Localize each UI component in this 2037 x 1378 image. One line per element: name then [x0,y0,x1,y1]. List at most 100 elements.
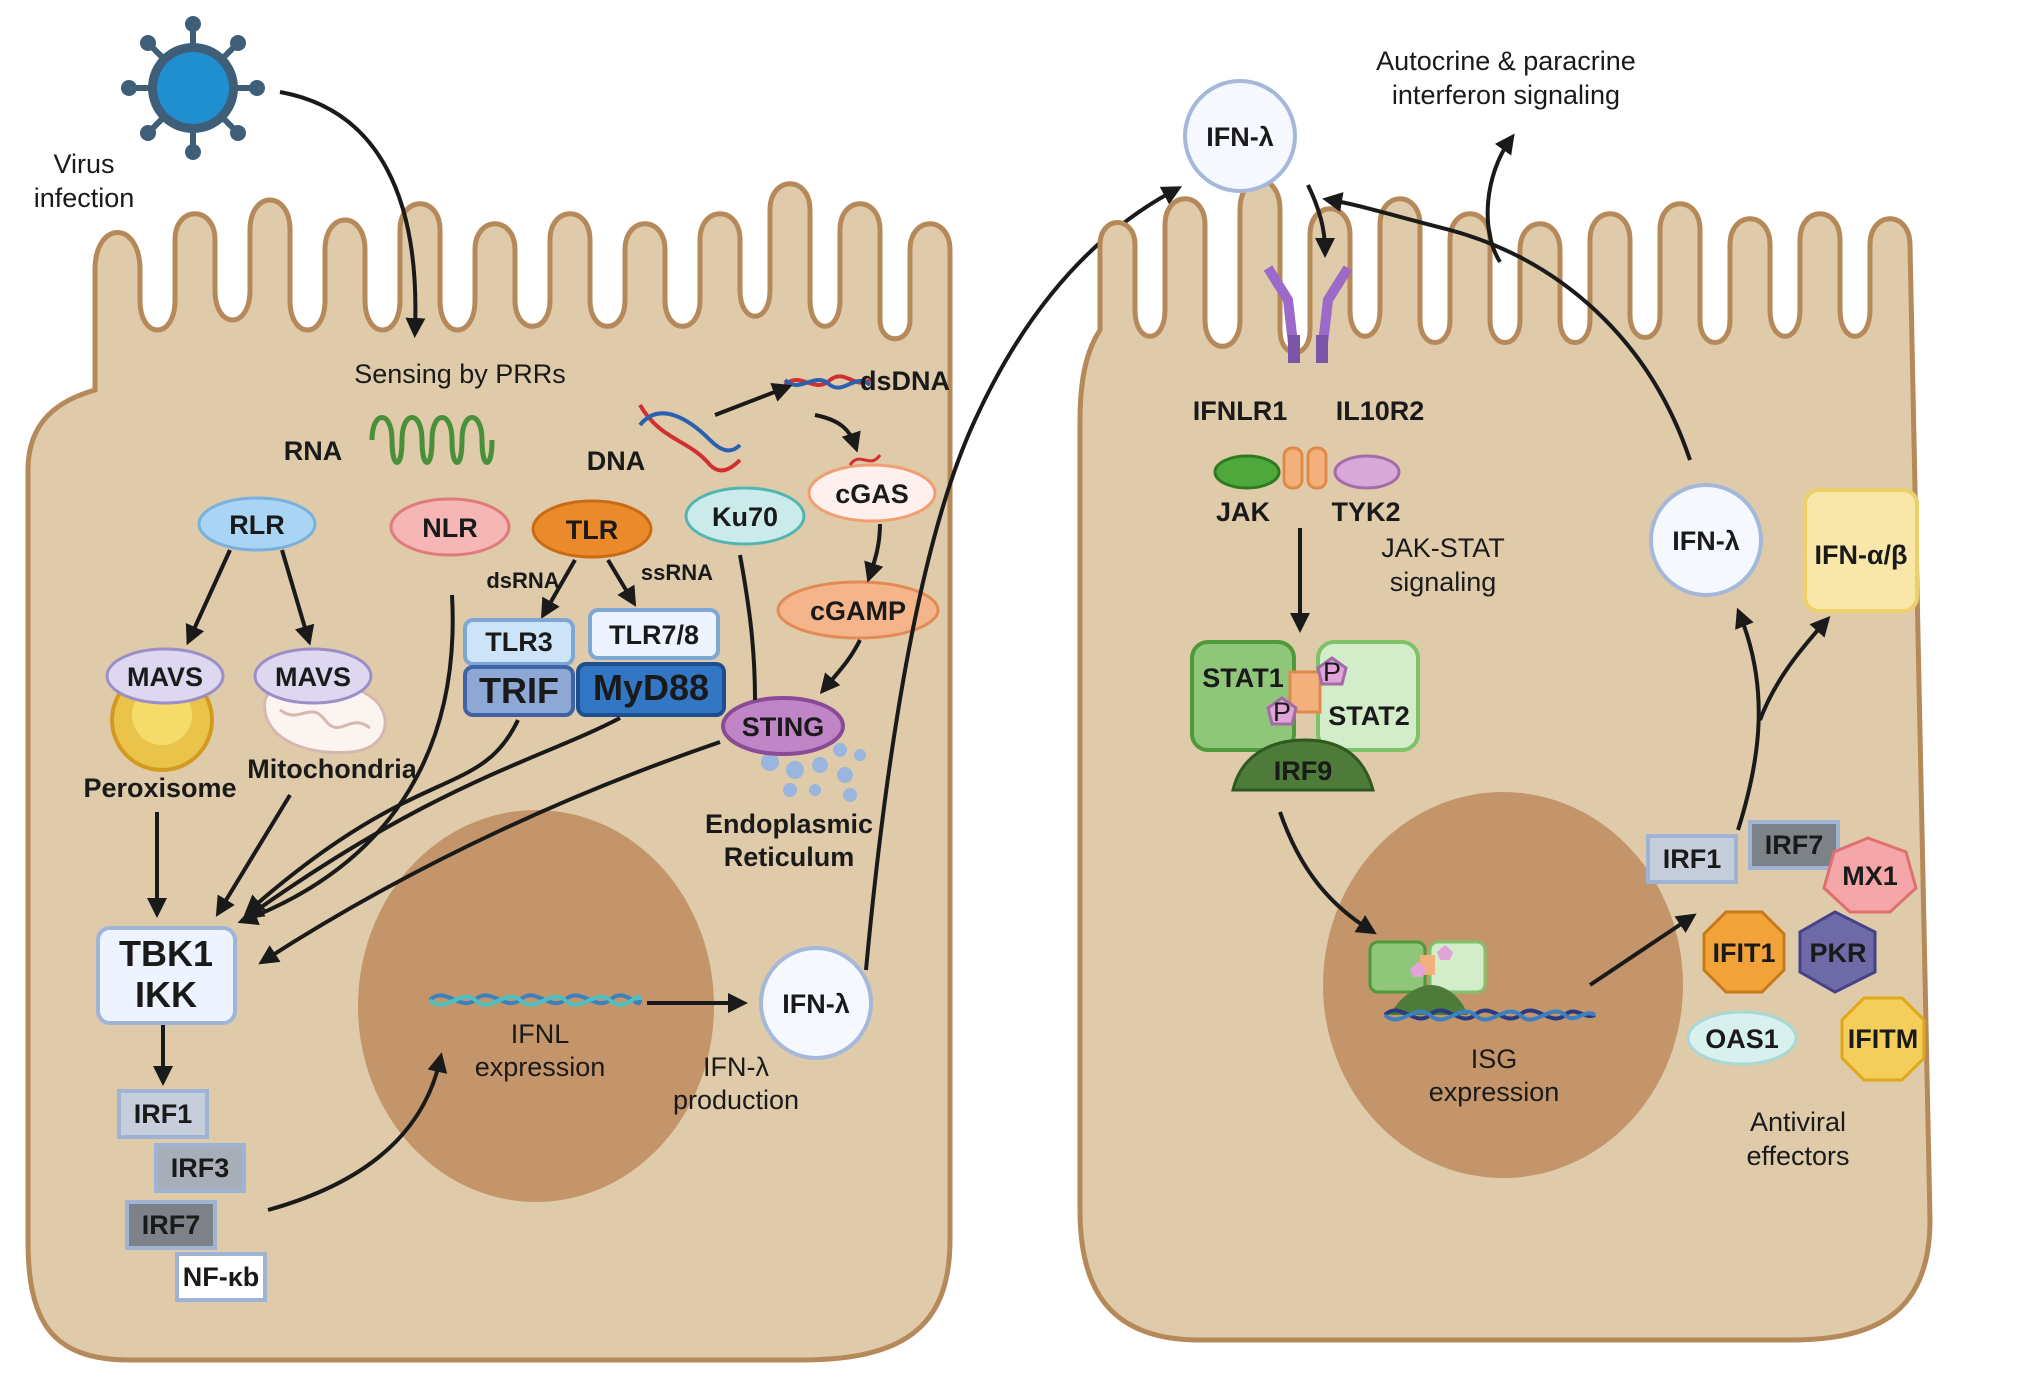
mavs-label-2: MAVS [275,662,351,692]
peroxisome-label: Peroxisome [83,773,236,803]
dsdna-icon [783,374,872,390]
dsdna-label: dsDNA [860,366,950,396]
tbk1-label: TBK1 [119,933,213,974]
tbk1-ikk-node [96,926,237,1025]
irf7-right-node [1748,820,1840,870]
rna-icon [369,415,495,465]
sting-label: STING [742,712,825,742]
ku70-label: Ku70 [712,502,778,532]
stat1-node [1190,640,1296,752]
dna-label: DNA [587,446,646,476]
ikk-label: IKK [135,974,197,1015]
right-nucleus [1323,792,1683,1178]
arrow-mito-tbk1 [215,793,292,917]
jak-label: JAK [1216,497,1271,527]
tyk2-icon [1333,454,1401,490]
arrow-rlr-mavs1 [185,549,232,646]
left-cell [25,181,953,1363]
oas1-node [1686,1010,1798,1066]
ifnlr1-label: IFNLR1 [1193,396,1288,426]
ifit1-node [1702,910,1786,994]
tyk2-label: TYK2 [1331,497,1400,527]
mx1-node [1822,836,1918,914]
arrow-rlr-mavs2 [280,549,315,646]
ssrna-label: ssRNA [641,560,713,585]
arrow-myd88-tbk1 [243,716,621,920]
stat2-label: STAT2 [1328,701,1410,731]
arrow-nlr-tbk1 [237,594,455,925]
er-label-1: Endoplasmic [705,809,873,839]
arrow-irf-nucleus [267,1052,448,1212]
oas1-label: OAS1 [1705,1024,1779,1054]
arrow-tlr-tlr78 [606,558,637,607]
mavs-node-1 [105,647,225,705]
ifnl-receptor-icon [1263,265,1353,490]
myd88-label: MyD88 [593,667,709,708]
arrow-virus [279,90,426,338]
ifnl-dna-icon [428,993,642,1007]
cgamp-label: cGAMP [810,596,906,626]
trif-node [463,665,575,717]
ifnl-left-node [759,946,873,1060]
myd88-node [576,662,726,717]
ifnab-node [1803,488,1919,613]
irf1-left-label: IRF1 [134,1099,193,1129]
antiviral-label-1: Antiviral [1750,1107,1846,1137]
nlr-label: NLR [422,513,478,543]
arrow-irf1-ifnab [1758,616,1831,721]
ifnl-expression-2: expression [475,1052,606,1082]
tlr78-node [588,608,720,660]
tlr78-label: TLR7/8 [609,620,699,650]
cgas-node [807,463,937,523]
isg-expression-1: ISG [1471,1044,1518,1074]
mx1-label: MX1 [1842,861,1898,891]
arrow-cgamp-sting [819,639,862,695]
irf7-left-node [125,1200,217,1250]
er-icon [761,743,866,802]
phospho-2-icon [1266,696,1298,726]
arrow-tlr-tlr3 [541,559,577,619]
sensing-label: Sensing by PRRs [354,359,566,389]
irf3-node [154,1143,246,1193]
p1-label: P [1323,657,1341,687]
arrow-ifnl-export [864,186,1183,971]
autocrine-label-2: interferon signaling [1392,80,1620,110]
ifnl-expression-1: IFNL [511,1019,570,1049]
irf7-left-label: IRF7 [142,1210,201,1240]
arrow-ifnl-receptor [1306,184,1335,258]
irf1-right-node [1646,834,1738,884]
p2-label: P [1273,697,1291,727]
ifnl-right-node [1649,483,1763,597]
ifn-production-2: production [673,1085,799,1115]
jak-icon [1213,454,1281,490]
ifnl-top-label: IFN-λ [1206,122,1274,152]
nfkb-node [175,1252,267,1302]
pkr-label: PKR [1809,938,1866,968]
il10r2-label: IL10R2 [1336,396,1425,426]
ku70-node [684,486,806,546]
nlr-node [389,497,511,557]
phospho-1-icon [1316,656,1348,686]
arrow-cgas-cgamp [864,523,884,583]
virus-icon [121,16,265,160]
mavs-node-2 [253,647,373,705]
irf9-node [1231,738,1375,792]
arrow-sting-tbk1 [258,740,721,965]
irf1-left-node [117,1089,209,1139]
arrow-isg-effectors [1588,913,1697,987]
antiviral-label-2: effectors [1746,1141,1849,1171]
trif-label: TRIF [479,670,559,711]
irf3-label: IRF3 [171,1153,230,1183]
arrow-dna-dsdna [714,382,793,417]
cgas-label: cGAS [835,479,909,509]
isgf3-on-dna-icon [1368,940,1597,1022]
irf9-label: IRF9 [1274,756,1333,786]
virus-label-1: Virus [53,149,114,179]
tlr-node [531,499,653,559]
ifnl-right-label: IFN-λ [1672,526,1740,556]
ifitm-node [1840,996,1926,1082]
ifnl-top-node [1183,79,1297,193]
mitochondria-cristae-icon [279,708,371,730]
cgamp-node [776,580,940,640]
